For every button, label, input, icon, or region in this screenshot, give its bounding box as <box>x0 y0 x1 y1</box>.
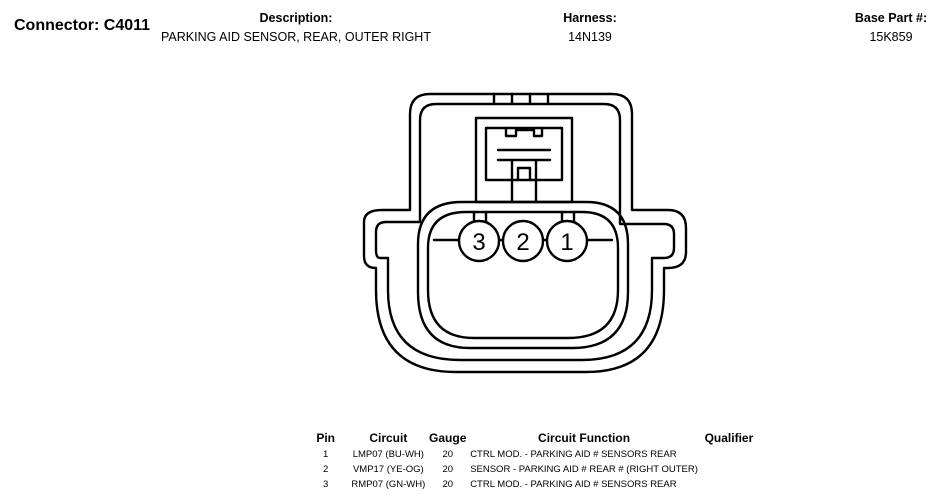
pin-table-header: Pin Circuit Gauge Circuit Function Quali… <box>300 431 760 447</box>
col-pin: Pin <box>316 431 336 445</box>
row-pin: 2 <box>323 464 329 475</box>
row-qualifier <box>698 462 760 477</box>
mating-cavity-inner <box>426 210 620 340</box>
pin-2-label: 2 <box>516 229 529 256</box>
table-row: 3 RMP07 (GN-WH) 20 CTRL MOD. - PARKING A… <box>300 477 760 492</box>
row-pin: 3 <box>323 479 329 490</box>
connector-housing-inner-outline <box>374 102 676 362</box>
row-gauge: 20 <box>442 449 454 460</box>
connector-housing-outline <box>362 92 688 374</box>
row-gauge: 20 <box>442 464 454 475</box>
base-part-block: Base Part #: 15K859 <box>840 11 942 45</box>
row-qualifier <box>698 477 760 492</box>
row-circuit: VMP17 (YE-OG) <box>352 464 424 475</box>
description-value: PARKING AID SENSOR, REAR, OUTER RIGHT <box>161 30 431 44</box>
description-label: Description: <box>259 11 333 25</box>
table-row: 1 LMP07 (BU-WH) 20 CTRL MOD. - PARKING A… <box>300 447 760 462</box>
row-function: SENSOR - PARKING AID # REAR # (RIGHT OUT… <box>470 464 698 475</box>
row-function: CTRL MOD. - PARKING AID # SENSORS REAR <box>470 449 677 460</box>
row-circuit: LMP07 (BU-WH) <box>352 449 424 460</box>
pin-table: Pin Circuit Gauge Circuit Function Quali… <box>300 431 760 492</box>
pin-1-label: 1 <box>560 229 573 256</box>
harness-value: 14N139 <box>568 30 612 44</box>
harness-label: Harness: <box>563 11 617 25</box>
connector-face-diagram: 3 2 1 <box>362 92 688 374</box>
pin-3-terminal <box>457 219 501 263</box>
description-block: Description: PARKING AID SENSOR, REAR, O… <box>150 11 442 45</box>
col-circuit-function: Circuit Function <box>538 431 631 445</box>
pin-1-terminal <box>545 219 589 263</box>
connector-title: Connector: C4011 <box>14 17 151 34</box>
base-part-label: Base Part #: <box>854 11 928 25</box>
harness-block: Harness: 14N139 <box>540 11 640 45</box>
pin-3-label: 3 <box>472 229 485 256</box>
latch-tab <box>504 126 544 138</box>
latch-inner-frame <box>484 126 564 182</box>
pin-2-terminal <box>501 219 545 263</box>
mating-cavity <box>416 200 630 350</box>
table-row: 2 VMP17 (YE-OG) 20 SENSOR - PARKING AID … <box>300 462 760 477</box>
row-qualifier <box>698 447 760 462</box>
col-gauge: Gauge <box>429 431 467 445</box>
row-function: CTRL MOD. - PARKING AID # SENSORS REAR <box>470 479 677 490</box>
row-pin: 1 <box>323 449 329 460</box>
col-qualifier: Qualifier <box>704 431 754 445</box>
row-gauge: 20 <box>442 479 454 490</box>
row-circuit: RMP07 (GN-WH) <box>351 479 426 490</box>
col-circuit: Circuit <box>369 431 408 445</box>
base-part-value: 15K859 <box>869 30 913 44</box>
